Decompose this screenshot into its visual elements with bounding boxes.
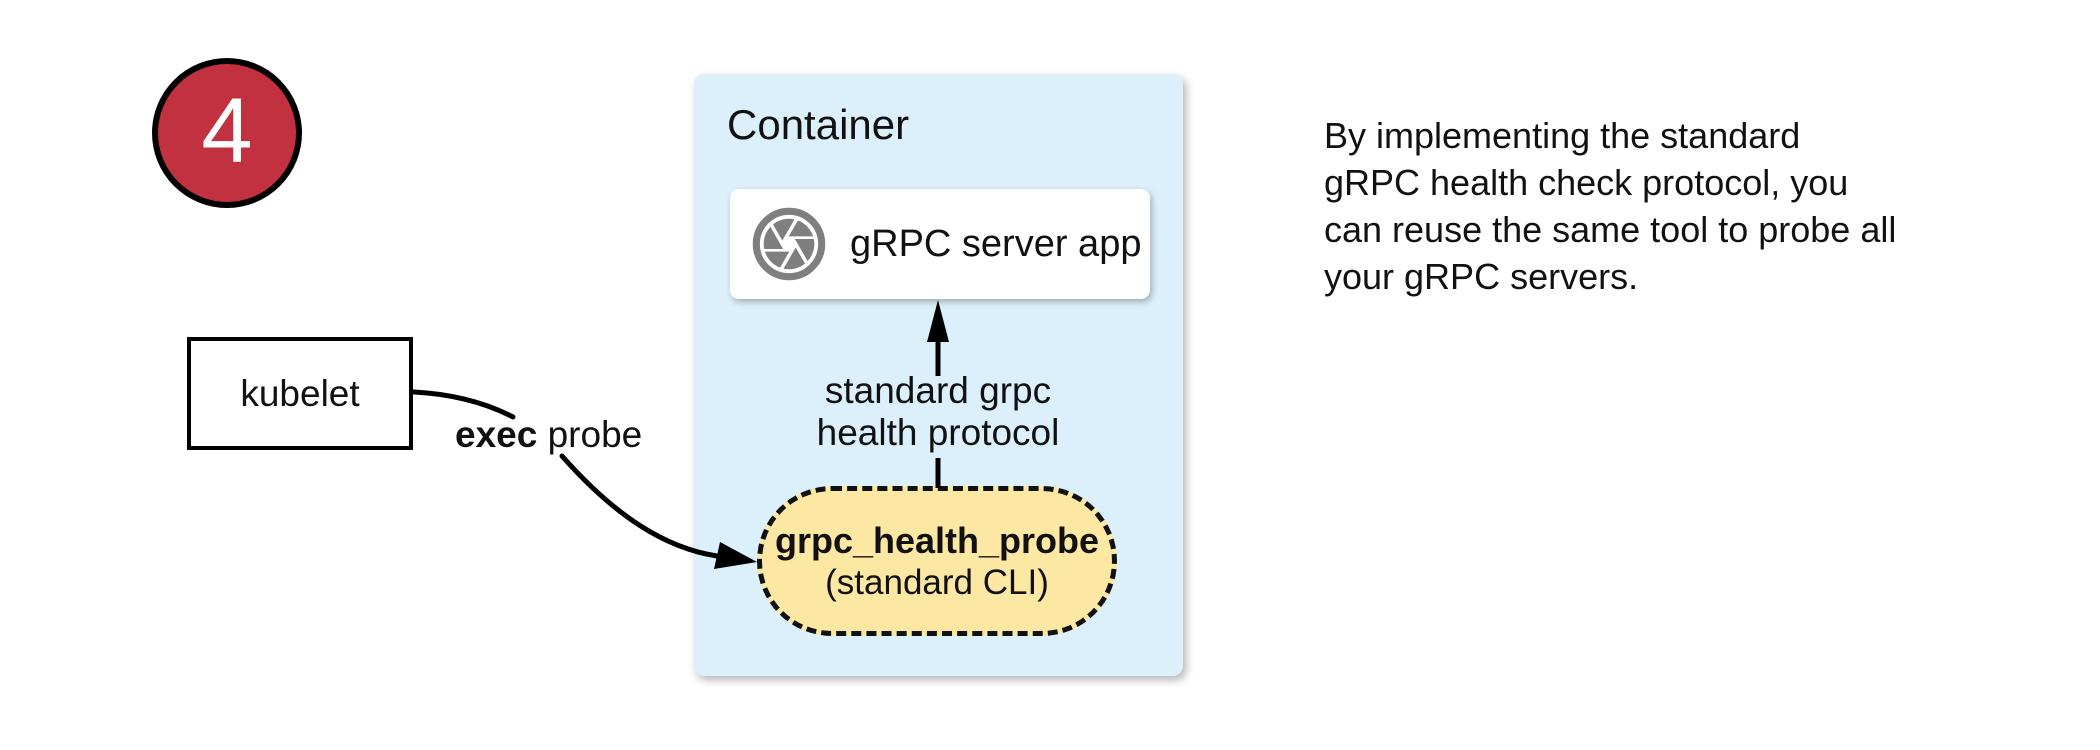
aperture-icon bbox=[752, 207, 826, 281]
kubelet-box: kubelet bbox=[187, 337, 413, 450]
health-protocol-label: standard grpc health protocol bbox=[816, 370, 1060, 453]
grpc-health-probe-subtitle: (standard CLI) bbox=[825, 563, 1049, 602]
exec-probe-label: exec probe bbox=[455, 414, 642, 456]
note-text: By implementing the standard gRPC health… bbox=[1324, 115, 1897, 297]
grpc-health-probe-name: grpc_health_probe bbox=[774, 520, 1100, 561]
step-number: 4 bbox=[201, 80, 253, 182]
container-title: Container bbox=[727, 101, 910, 148]
step-badge: 4 bbox=[152, 58, 302, 208]
exec-probe-label-bold: exec bbox=[455, 414, 538, 455]
grpc-server-app-label: gRPC server app bbox=[850, 222, 1142, 265]
exec-probe-label-rest: probe bbox=[537, 414, 643, 455]
kubelet-label: kubelet bbox=[240, 372, 360, 414]
grpc-server-app-card: gRPC server app bbox=[730, 189, 1150, 299]
grpc-health-probe-pill: grpc_health_probe (standard CLI) bbox=[757, 486, 1117, 636]
